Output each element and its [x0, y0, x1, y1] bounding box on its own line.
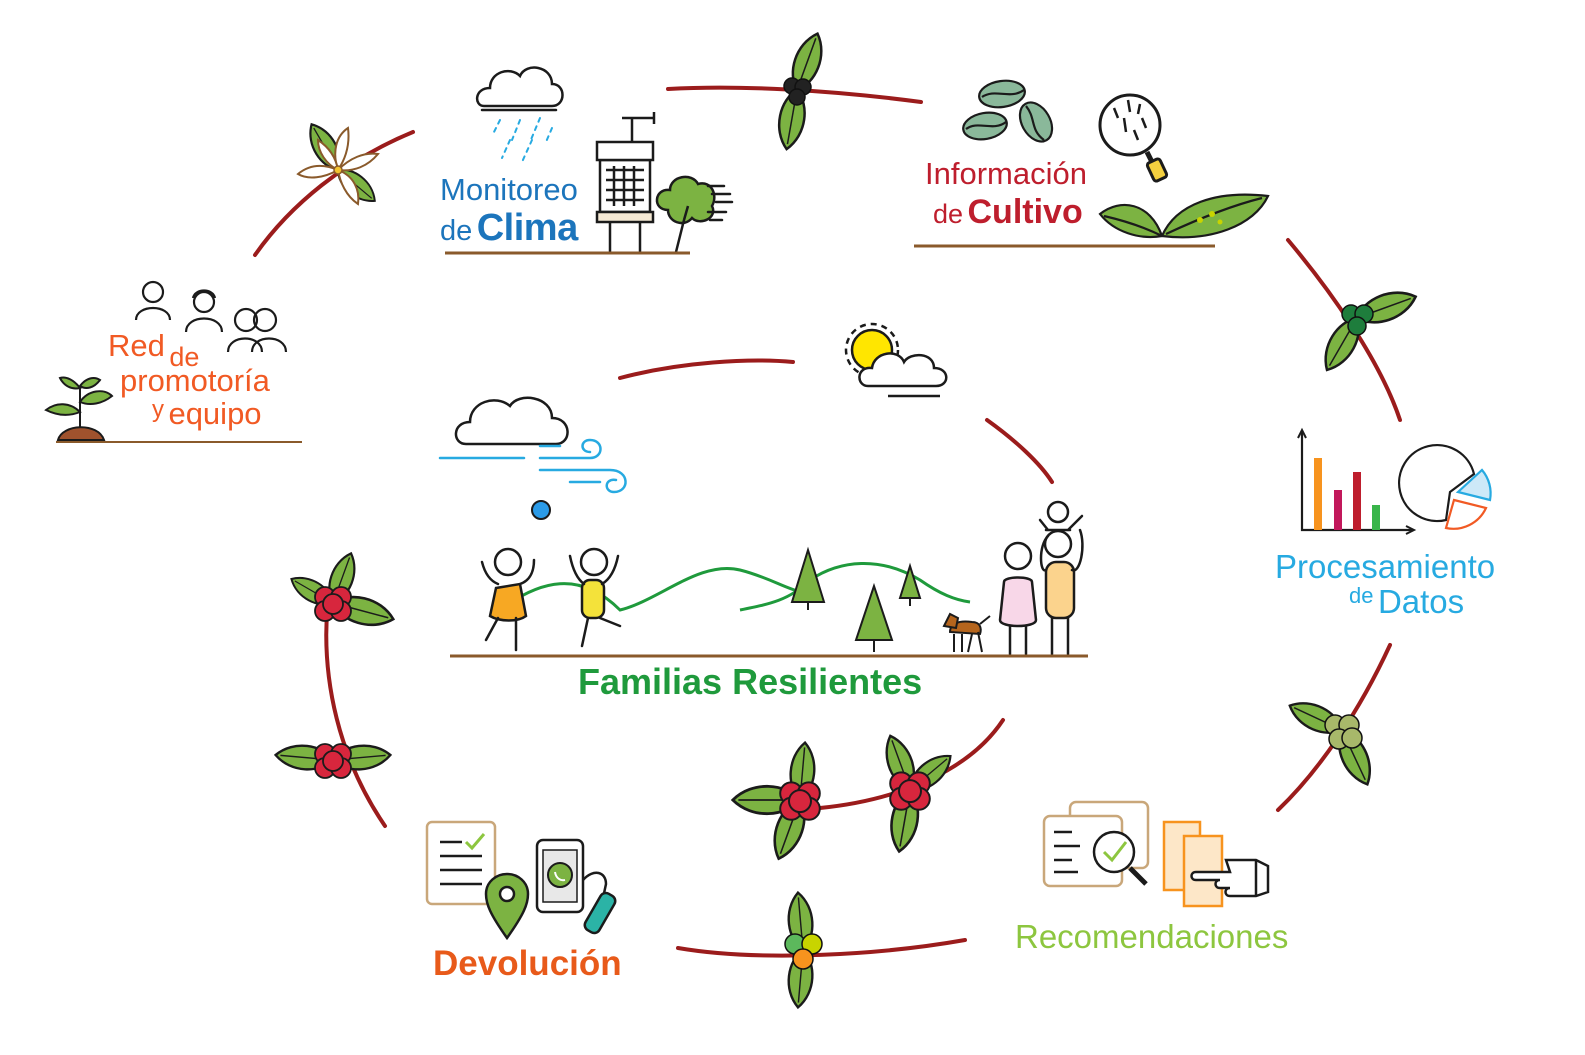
- inner-vine: [618, 358, 1054, 811]
- pale-berries-icon: [1283, 693, 1380, 791]
- documents-check-icon: [1042, 800, 1150, 888]
- label-de: de: [933, 199, 964, 229]
- green-berries-icon: [1315, 283, 1422, 378]
- red-berries-icon: [273, 742, 393, 779]
- child-yellow-icon: [568, 547, 622, 648]
- label-monitoreo: Monitoreo: [440, 172, 578, 207]
- child-orange-icon: [480, 547, 536, 652]
- label-de: de: [1349, 583, 1374, 608]
- sun-cloud-icon: [844, 322, 948, 398]
- pointing-hand-icon: [1162, 820, 1270, 908]
- label-de: de: [440, 215, 473, 247]
- weather-station-icon: [595, 112, 656, 252]
- pine-trees-icon: [790, 546, 922, 652]
- label-equipo: equipo: [168, 396, 262, 431]
- label-promotoria: promotoría: [120, 363, 270, 398]
- red-berries-icon: [285, 548, 398, 633]
- flower-icon: [296, 117, 383, 210]
- label-y: y: [152, 396, 164, 423]
- label-red: Red: [108, 328, 165, 363]
- label-cultivo: Cultivo: [967, 193, 1083, 231]
- dog-icon: [942, 612, 991, 653]
- center-title: Familias Resilientes: [578, 661, 923, 702]
- pie-chart-icon: [1398, 443, 1492, 530]
- hills: [499, 562, 971, 612]
- people-icon: [134, 280, 288, 353]
- label-informacion-cultivo: Información de Cultivo: [925, 158, 1087, 229]
- label-red-promotoria: Red de promotoría y equipo: [108, 330, 270, 429]
- plant-leaves-icon: [1098, 193, 1270, 239]
- red-berries-icon: [731, 740, 821, 865]
- tree-icon: [655, 175, 734, 253]
- magnifier-icon: [1098, 93, 1169, 183]
- wind-cloud-icon: [438, 396, 627, 494]
- seedling-icon: [44, 376, 114, 441]
- label-datos: Datos: [1377, 583, 1465, 620]
- dark-berries-icon: [773, 28, 831, 153]
- coffee-beans-icon: [962, 79, 1054, 143]
- family-icon: [998, 500, 1084, 656]
- label-de: de: [169, 342, 200, 372]
- mixed-berries-icon: [784, 890, 823, 1010]
- label-procesamiento-datos: Procesamiento de Datos: [1275, 550, 1495, 618]
- label-monitoreo-clima: Monitoreo de Clima: [440, 174, 578, 247]
- label-clima: Clima: [476, 207, 578, 249]
- rain-cloud-icon: [476, 66, 564, 163]
- ball-icon: [531, 500, 551, 520]
- label-devolucion: Devolución: [433, 944, 622, 983]
- red-berries-icon: [878, 730, 959, 855]
- bar-chart-icon: [1297, 427, 1417, 535]
- label-recomendaciones: Recomendaciones: [1015, 918, 1289, 955]
- location-pin-icon: [484, 872, 530, 941]
- checklist-document-icon: [425, 820, 497, 906]
- label-procesamiento: Procesamiento: [1275, 548, 1496, 585]
- phone-whatsapp-icon: [535, 838, 617, 935]
- label-informacion: Información: [925, 156, 1087, 191]
